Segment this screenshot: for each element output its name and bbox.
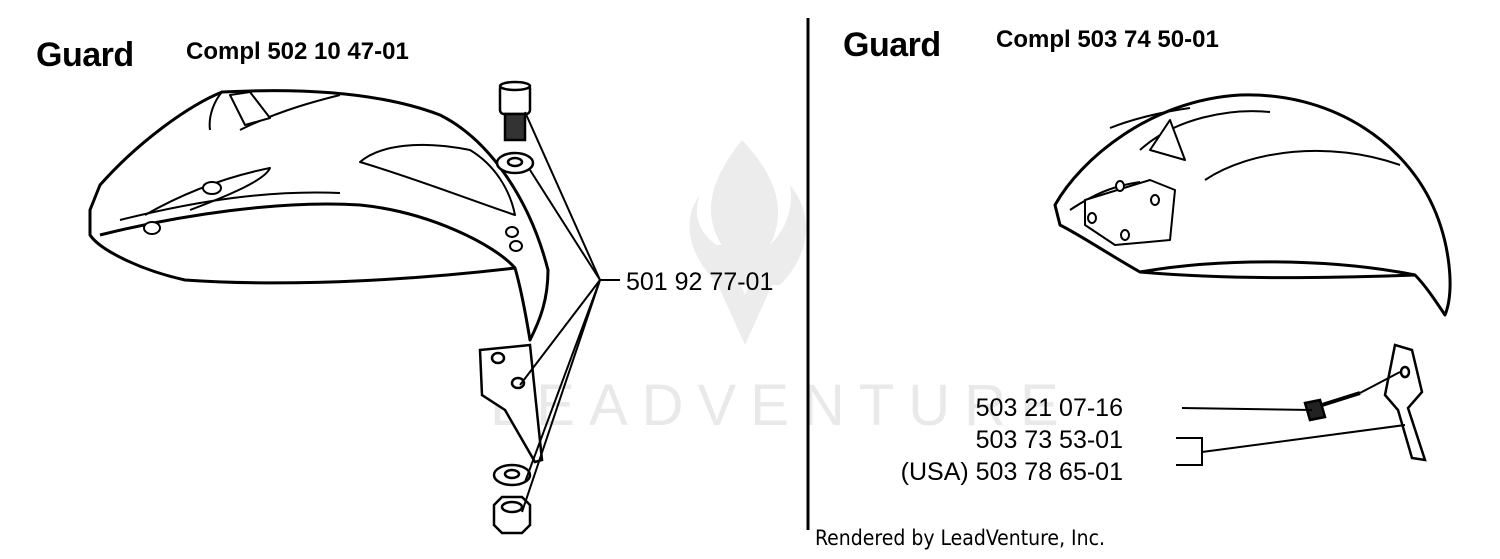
right-part-clip-usa: (USA) 503 78 65-01 [900, 458, 1123, 486]
flame-logo-icon [689, 140, 807, 345]
watermark-text: LEADVENTURE [490, 373, 1073, 438]
left-washer-bottom-drawing [492, 463, 532, 487]
right-part-clip: 503 73 53-01 [975, 426, 1123, 454]
right-leader-lines [1176, 371, 1406, 466]
left-leader-lines [519, 111, 620, 513]
right-compl-number: Compl 503 74 50-01 [996, 26, 1219, 53]
right-screw-drawing [1303, 391, 1361, 422]
left-nut-drawing [492, 495, 532, 535]
right-guard-title: Guard [843, 26, 941, 64]
right-part-screw: 503 21 07-16 [975, 394, 1123, 422]
left-compl-number: Compl 502 10 47-01 [186, 38, 409, 65]
left-part-number: 501 92 77-01 [626, 268, 774, 296]
left-bracket-drawing [478, 343, 544, 464]
right-guard-drawing [1053, 93, 1452, 317]
left-guard-title: Guard [36, 36, 134, 74]
left-guard-drawing [88, 89, 550, 342]
right-clip-drawing [1383, 343, 1427, 462]
left-washer-top-drawing [495, 151, 535, 175]
left-bolt-drawing [498, 80, 532, 142]
footer-credit: Rendered by LeadVenture, Inc. [815, 526, 1105, 550]
